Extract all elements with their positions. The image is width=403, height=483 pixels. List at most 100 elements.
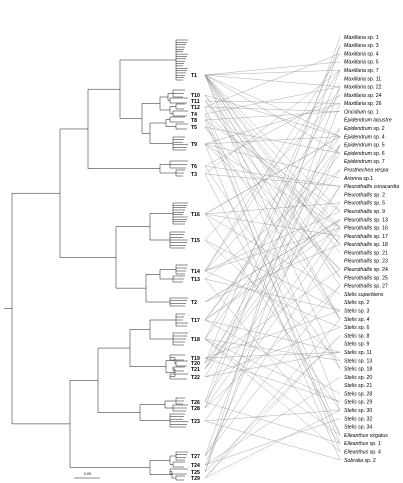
association-link (204, 86, 341, 457)
association-link (204, 186, 341, 403)
tree-node-label: T29 (191, 476, 200, 482)
association-link (204, 244, 341, 303)
species-label: Stelis sp. 4 (344, 317, 369, 323)
species-label: Maxillaria sp. 22 (344, 85, 382, 91)
association-link (204, 74, 341, 154)
species-label: Prosthechea vespa (344, 168, 389, 174)
species-label: Epidendrum sp. 4 (344, 134, 385, 140)
association-link (204, 144, 341, 466)
association-link (204, 235, 341, 457)
tree-node-label: T2 (191, 300, 197, 306)
association-link (204, 319, 341, 353)
species-label: Sobralia sp. 2 (344, 458, 376, 464)
species-label: Stelis sp. 21 (344, 383, 372, 389)
association-link (204, 319, 341, 394)
species-label: Elleanthus sp. 4 (344, 450, 381, 456)
association-link (204, 143, 341, 270)
association-link (204, 285, 341, 409)
species-label: Stelis sp. 3 (344, 309, 369, 315)
association-link (204, 352, 341, 359)
scale-bar: 0.05 (74, 472, 100, 479)
species-label: Stelis sp. 32 (344, 416, 372, 422)
species-label: Stelis sp. 9 (344, 342, 369, 348)
association-link (204, 119, 341, 444)
tree-node-label: T28 (191, 406, 200, 412)
species-label: Maxillaria sp. 4 (344, 51, 379, 57)
species-label: Pleurothallis sp. 27 (344, 284, 388, 290)
association-link (204, 352, 341, 378)
association-link (204, 335, 341, 479)
association-link (204, 70, 341, 409)
association-link (204, 136, 341, 145)
association-link (204, 335, 341, 473)
association-link (204, 113, 341, 452)
tree-node-label: T23 (191, 419, 200, 425)
tree-node-label: T24 (191, 463, 200, 469)
association-link (204, 202, 341, 215)
association-link (204, 202, 341, 370)
association-link (204, 338, 341, 361)
association-link (204, 100, 341, 104)
tree-node-label: T13 (191, 277, 200, 283)
species-label: Pleurothallis sp. 23 (344, 259, 388, 265)
association-link (204, 144, 341, 378)
species-label: Epidendrum lacustre (344, 118, 392, 124)
association-link (204, 143, 341, 228)
species-label: Stelis sp. 6 (344, 325, 369, 331)
association-link (204, 126, 341, 270)
association-link (204, 128, 341, 370)
association-link (204, 227, 341, 321)
association-link (204, 165, 341, 187)
species-label: Stelis sp. 34 (344, 425, 372, 431)
species-label: Stelis sp. 11 (344, 350, 372, 356)
species-label: Stelis superbiens (344, 292, 384, 298)
species-label: Maxillaria sp. 5 (344, 60, 379, 66)
association-link (204, 94, 341, 241)
species-label: Stelis sp. 8 (344, 333, 369, 339)
association-link (204, 74, 341, 411)
association-link (204, 45, 341, 364)
association-link (204, 318, 341, 479)
association-link (204, 106, 341, 112)
association-link (204, 338, 341, 452)
tree-node-label: T5 (191, 125, 197, 131)
association-link (204, 86, 341, 115)
tree-node-label: T27 (191, 454, 200, 460)
association-link (204, 401, 341, 444)
association-link (204, 126, 341, 320)
tree-node-label: T4 (191, 112, 197, 118)
association-link (204, 153, 341, 340)
association-link (204, 143, 341, 461)
association-link (204, 285, 341, 457)
species-label: Pleurothallis sp. 2 (344, 192, 385, 198)
association-link (204, 86, 341, 340)
association-link (204, 144, 341, 321)
association-link (204, 61, 341, 76)
association-link (204, 45, 341, 473)
tree-node-label: T6 (191, 164, 197, 170)
association-link (204, 278, 341, 311)
species-label: Epidendrum sp. 7 (344, 159, 385, 165)
association-link (204, 94, 341, 245)
species-label: Pleurothallis sp. 25 (344, 275, 388, 281)
association-link (204, 270, 341, 328)
species-label: Stelis sp. 30 (344, 408, 372, 414)
tree-node-label: T18 (191, 337, 200, 343)
association-link (204, 111, 341, 121)
tree-node-label: T20 (191, 361, 200, 367)
association-link (204, 213, 341, 237)
association-link (204, 169, 341, 280)
association-link (204, 94, 341, 167)
association-link (204, 74, 341, 87)
association-link (204, 94, 341, 320)
association-link (204, 74, 341, 228)
species-label: Maxillaria sp. 7 (344, 68, 379, 74)
association-link (204, 227, 341, 422)
tree-node-label: T19 (191, 356, 200, 362)
species-label: Epidendrum sp. 2 (344, 126, 385, 132)
species-label: Pleurothallis sp. 13 (344, 217, 388, 223)
association-link (204, 74, 341, 212)
